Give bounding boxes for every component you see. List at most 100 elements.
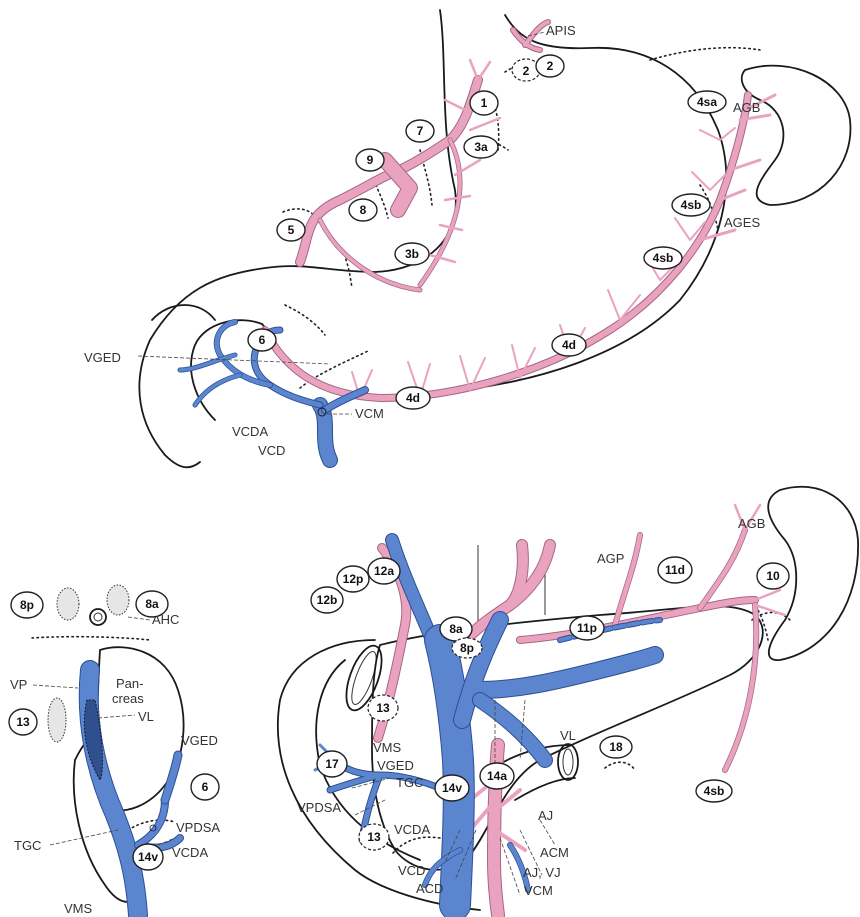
node-12a: 12a <box>368 558 400 584</box>
label-vp: VP <box>10 677 27 692</box>
node-4sb-upper: 4sb <box>672 194 710 216</box>
stomach-outline <box>139 10 726 455</box>
node-4d-left: 4d <box>396 387 430 409</box>
svg-text:10: 10 <box>766 569 780 583</box>
node-8: 8 <box>349 199 377 221</box>
label-acm: ACM <box>540 845 569 860</box>
node-11p: 11p <box>570 616 604 640</box>
node-8p: 8p <box>452 638 482 658</box>
svg-text:17: 17 <box>325 757 339 771</box>
svg-text:8p: 8p <box>20 598 34 612</box>
svg-text:14v: 14v <box>442 781 462 795</box>
node-17: 17 <box>317 751 347 777</box>
svg-text:12p: 12p <box>343 572 364 586</box>
label-vcm: VCM <box>355 406 384 421</box>
svg-text:3b: 3b <box>405 247 419 261</box>
svg-text:5: 5 <box>288 223 295 237</box>
label-ajvj: AJ, VJ <box>523 865 561 880</box>
node-13-lower: 13 <box>359 824 389 850</box>
svg-text:9: 9 <box>367 153 374 167</box>
dotted-boundary <box>285 305 325 335</box>
node-blob-13 <box>48 698 66 742</box>
cross-section-panel: AHC VP Pan- creas VL VGED TGC VPDSA VCDA… <box>9 585 220 916</box>
node-3b: 3b <box>395 243 429 265</box>
label-tgc: TGC <box>14 838 41 853</box>
svg-text:14a: 14a <box>487 769 507 783</box>
node-9: 9 <box>356 149 384 171</box>
svg-text:6: 6 <box>202 780 209 794</box>
label-vms: VMS <box>64 901 93 916</box>
label-vl: VL <box>560 728 576 743</box>
node-8p: 8p <box>11 592 43 618</box>
svg-text:3a: 3a <box>474 140 488 154</box>
stomach-panel: APIS AGB AGES VGED VCM VCDA VCD 1 2 2 3a… <box>84 10 850 467</box>
label-acd: ACD <box>416 881 443 896</box>
node-6: 6 <box>248 329 276 351</box>
node-4sb: 4sb <box>696 780 732 802</box>
label-agb: AGB <box>733 100 760 115</box>
node-14v: 14v <box>133 844 163 870</box>
svg-text:8p: 8p <box>460 641 474 655</box>
label-apis: APIS <box>546 23 576 38</box>
label-vl: VL <box>138 709 154 724</box>
label-agp: AGP <box>597 551 624 566</box>
node-2a: 2 <box>512 59 540 81</box>
svg-text:4sb: 4sb <box>681 198 702 212</box>
svg-text:4d: 4d <box>562 338 576 352</box>
label-vcda: VCDA <box>172 845 208 860</box>
svg-text:18: 18 <box>609 740 623 754</box>
label-vms: VMS <box>373 740 402 755</box>
dotted-boundary <box>650 48 760 60</box>
label-vpdsa: VPDSA <box>297 800 341 815</box>
node-7: 7 <box>406 120 434 142</box>
svg-text:2: 2 <box>523 64 530 78</box>
label-vpdsa: VPDSA <box>176 820 220 835</box>
node-1: 1 <box>470 91 498 115</box>
label-pancreas-1: Pan- <box>116 676 143 691</box>
label-vcd: VCD <box>398 863 425 878</box>
node-8a: 8a <box>440 617 472 641</box>
node-6: 6 <box>191 774 219 800</box>
node-4d-right: 4d <box>552 334 586 356</box>
node-3a: 3a <box>464 136 498 158</box>
svg-text:4sa: 4sa <box>697 95 717 109</box>
node-4sa: 4sa <box>688 91 726 113</box>
label-pancreas-2: creas <box>112 691 144 706</box>
node-13: 13 <box>9 709 37 735</box>
label-vcda: VCDA <box>394 822 430 837</box>
svg-text:8: 8 <box>360 203 367 217</box>
node-2b: 2 <box>536 55 564 77</box>
node-8a: 8a <box>136 591 168 617</box>
spleen-outline <box>742 66 851 205</box>
svg-text:14v: 14v <box>138 850 158 864</box>
ahc-ring <box>90 609 106 625</box>
dotted-boundary <box>376 185 388 218</box>
node-blob-8a <box>107 585 129 615</box>
svg-text:7: 7 <box>417 124 424 138</box>
node-14a: 14a <box>480 763 514 789</box>
svg-text:11d: 11d <box>665 563 685 577</box>
svg-text:13: 13 <box>376 701 390 715</box>
node-10: 10 <box>757 563 789 589</box>
node-5: 5 <box>277 219 305 241</box>
svg-text:13: 13 <box>16 715 30 729</box>
label-vged: VGED <box>181 733 218 748</box>
label-vcda: VCDA <box>232 424 268 439</box>
svg-text:4sb: 4sb <box>704 784 725 798</box>
svg-text:13: 13 <box>367 830 381 844</box>
svg-text:2: 2 <box>547 59 554 73</box>
svg-text:4d: 4d <box>406 391 420 405</box>
label-vcd: VCD <box>258 443 285 458</box>
node-14v: 14v <box>435 775 469 801</box>
pancreas-panel: AGB AGP VL VMS VGED TGC VPDSA VCDA VCD A… <box>278 487 858 915</box>
svg-text:6: 6 <box>259 333 266 347</box>
label-tgc: TGC <box>396 775 423 790</box>
svg-text:11p: 11p <box>577 621 597 635</box>
node-18: 18 <box>600 736 632 758</box>
label-aj: AJ <box>538 808 553 823</box>
node-11d: 11d <box>658 557 692 583</box>
label-vged: VGED <box>377 758 414 773</box>
node-blob-8p <box>57 588 79 620</box>
label-agb: AGB <box>738 516 765 531</box>
